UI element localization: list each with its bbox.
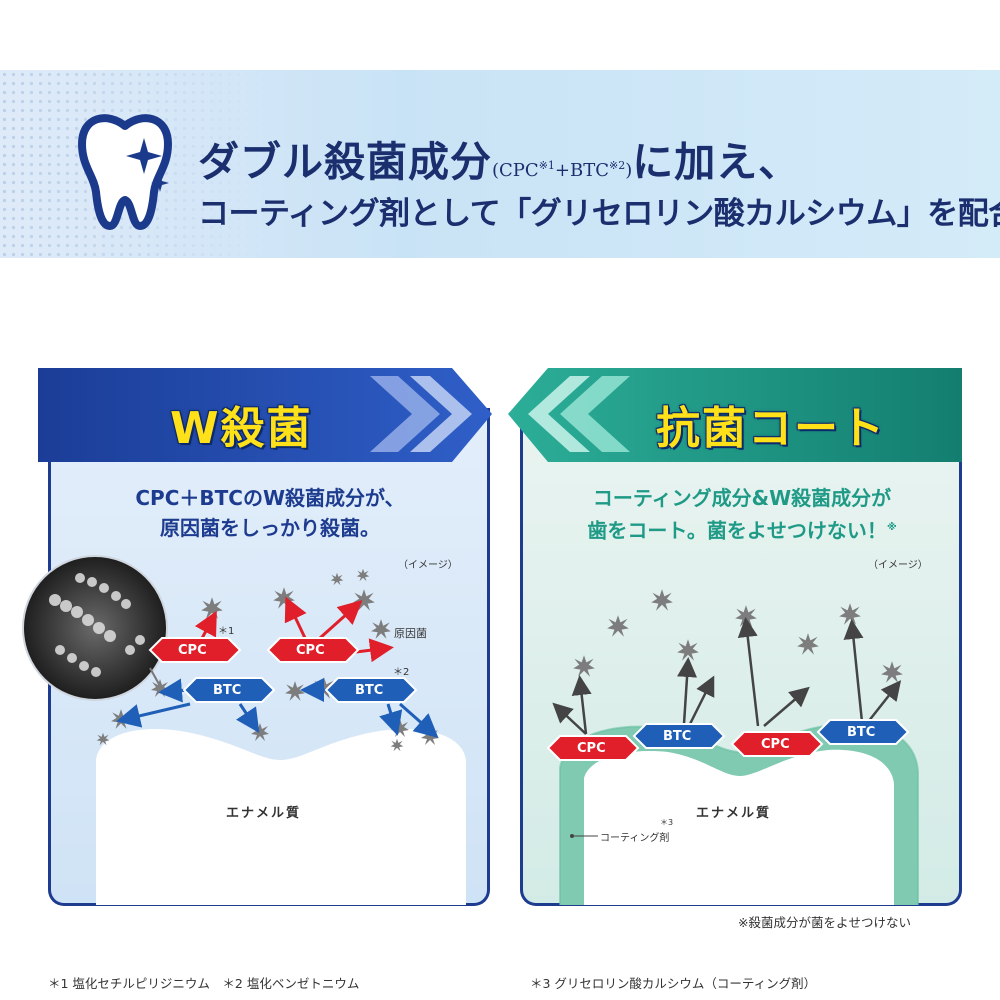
bacteria-label: 原因菌 [394, 627, 427, 640]
left-btc-arrows [116, 678, 439, 738]
right-panel-note: ※殺菌成分が菌をよせつけない [738, 915, 911, 930]
right-enamel-label: エナメル質 [696, 806, 772, 821]
left-btc-label-2: BTC [355, 683, 384, 698]
right-tooth-enamel [584, 749, 894, 905]
right-repel-arrows [552, 617, 902, 735]
panel-banners [38, 368, 962, 462]
right-btc-pill-2 [816, 719, 910, 745]
left-btc-label-1: BTC [213, 683, 242, 698]
right-image-note: （イメージ） [868, 560, 928, 571]
footnote-right: ＊3 グリセロリン酸カルシウム（コーティング剤） [530, 976, 817, 991]
footnote-left: ＊1 塩化セチルピリジニウム ＊2 塩化ベンゼトニウム [48, 976, 360, 991]
right-panel-heading: コーティング成分&W殺菌成分が 歯をコート。菌をよせつけない！※ [587, 486, 897, 543]
note1-marker: ＊1 [218, 626, 235, 637]
right-btc-pill-1 [632, 723, 726, 749]
left-tooth-enamel [96, 728, 466, 905]
right-cpc-label-1: CPC [577, 741, 606, 756]
header-band: ダブル殺菌成分(CPC※1+BTC※2)に加え、 コーティング剤として「グリセロ… [0, 70, 1000, 258]
tooth-sparkle-icon [78, 114, 172, 230]
w-sterilization-title: W殺菌 [170, 403, 313, 454]
right-btc-label-1: BTC [663, 729, 692, 744]
left-image-note: （イメージ） [398, 560, 458, 571]
left-enamel-label: エナメル質 [226, 806, 302, 821]
header-line-1: ダブル殺菌成分(CPC※1+BTC※2)に加え、 [198, 138, 801, 186]
header-line-2: コーティング剤として「グリセロリン酸カルシウム」を配合 [198, 196, 1000, 232]
right-cpc-pill-2 [730, 731, 824, 757]
left-btc-pill-2 [324, 677, 418, 703]
left-cpc-label-2: CPC [296, 643, 325, 658]
left-cpc-pill-2 [266, 637, 360, 663]
right-cpc-pill-1 [546, 735, 640, 761]
note2-marker: ＊2 [393, 667, 410, 678]
right-btc-label-2: BTC [847, 725, 876, 740]
left-cpc-pill-1 [148, 637, 242, 663]
left-panel-heading: CPC＋BTCのW殺菌成分が、 原因菌をしっかり殺菌。 [135, 486, 405, 540]
coating-label: コーティング剤 [600, 833, 670, 844]
antibacterial-coat-title: 抗菌コート [656, 403, 886, 454]
right-cpc-label-2: CPC [761, 737, 790, 752]
bacteria-micrograph [22, 555, 168, 701]
coating-note-marker: ＊3 [660, 818, 674, 827]
left-cpc-label-1: CPC [178, 643, 207, 658]
left-btc-pill-1 [182, 677, 276, 703]
